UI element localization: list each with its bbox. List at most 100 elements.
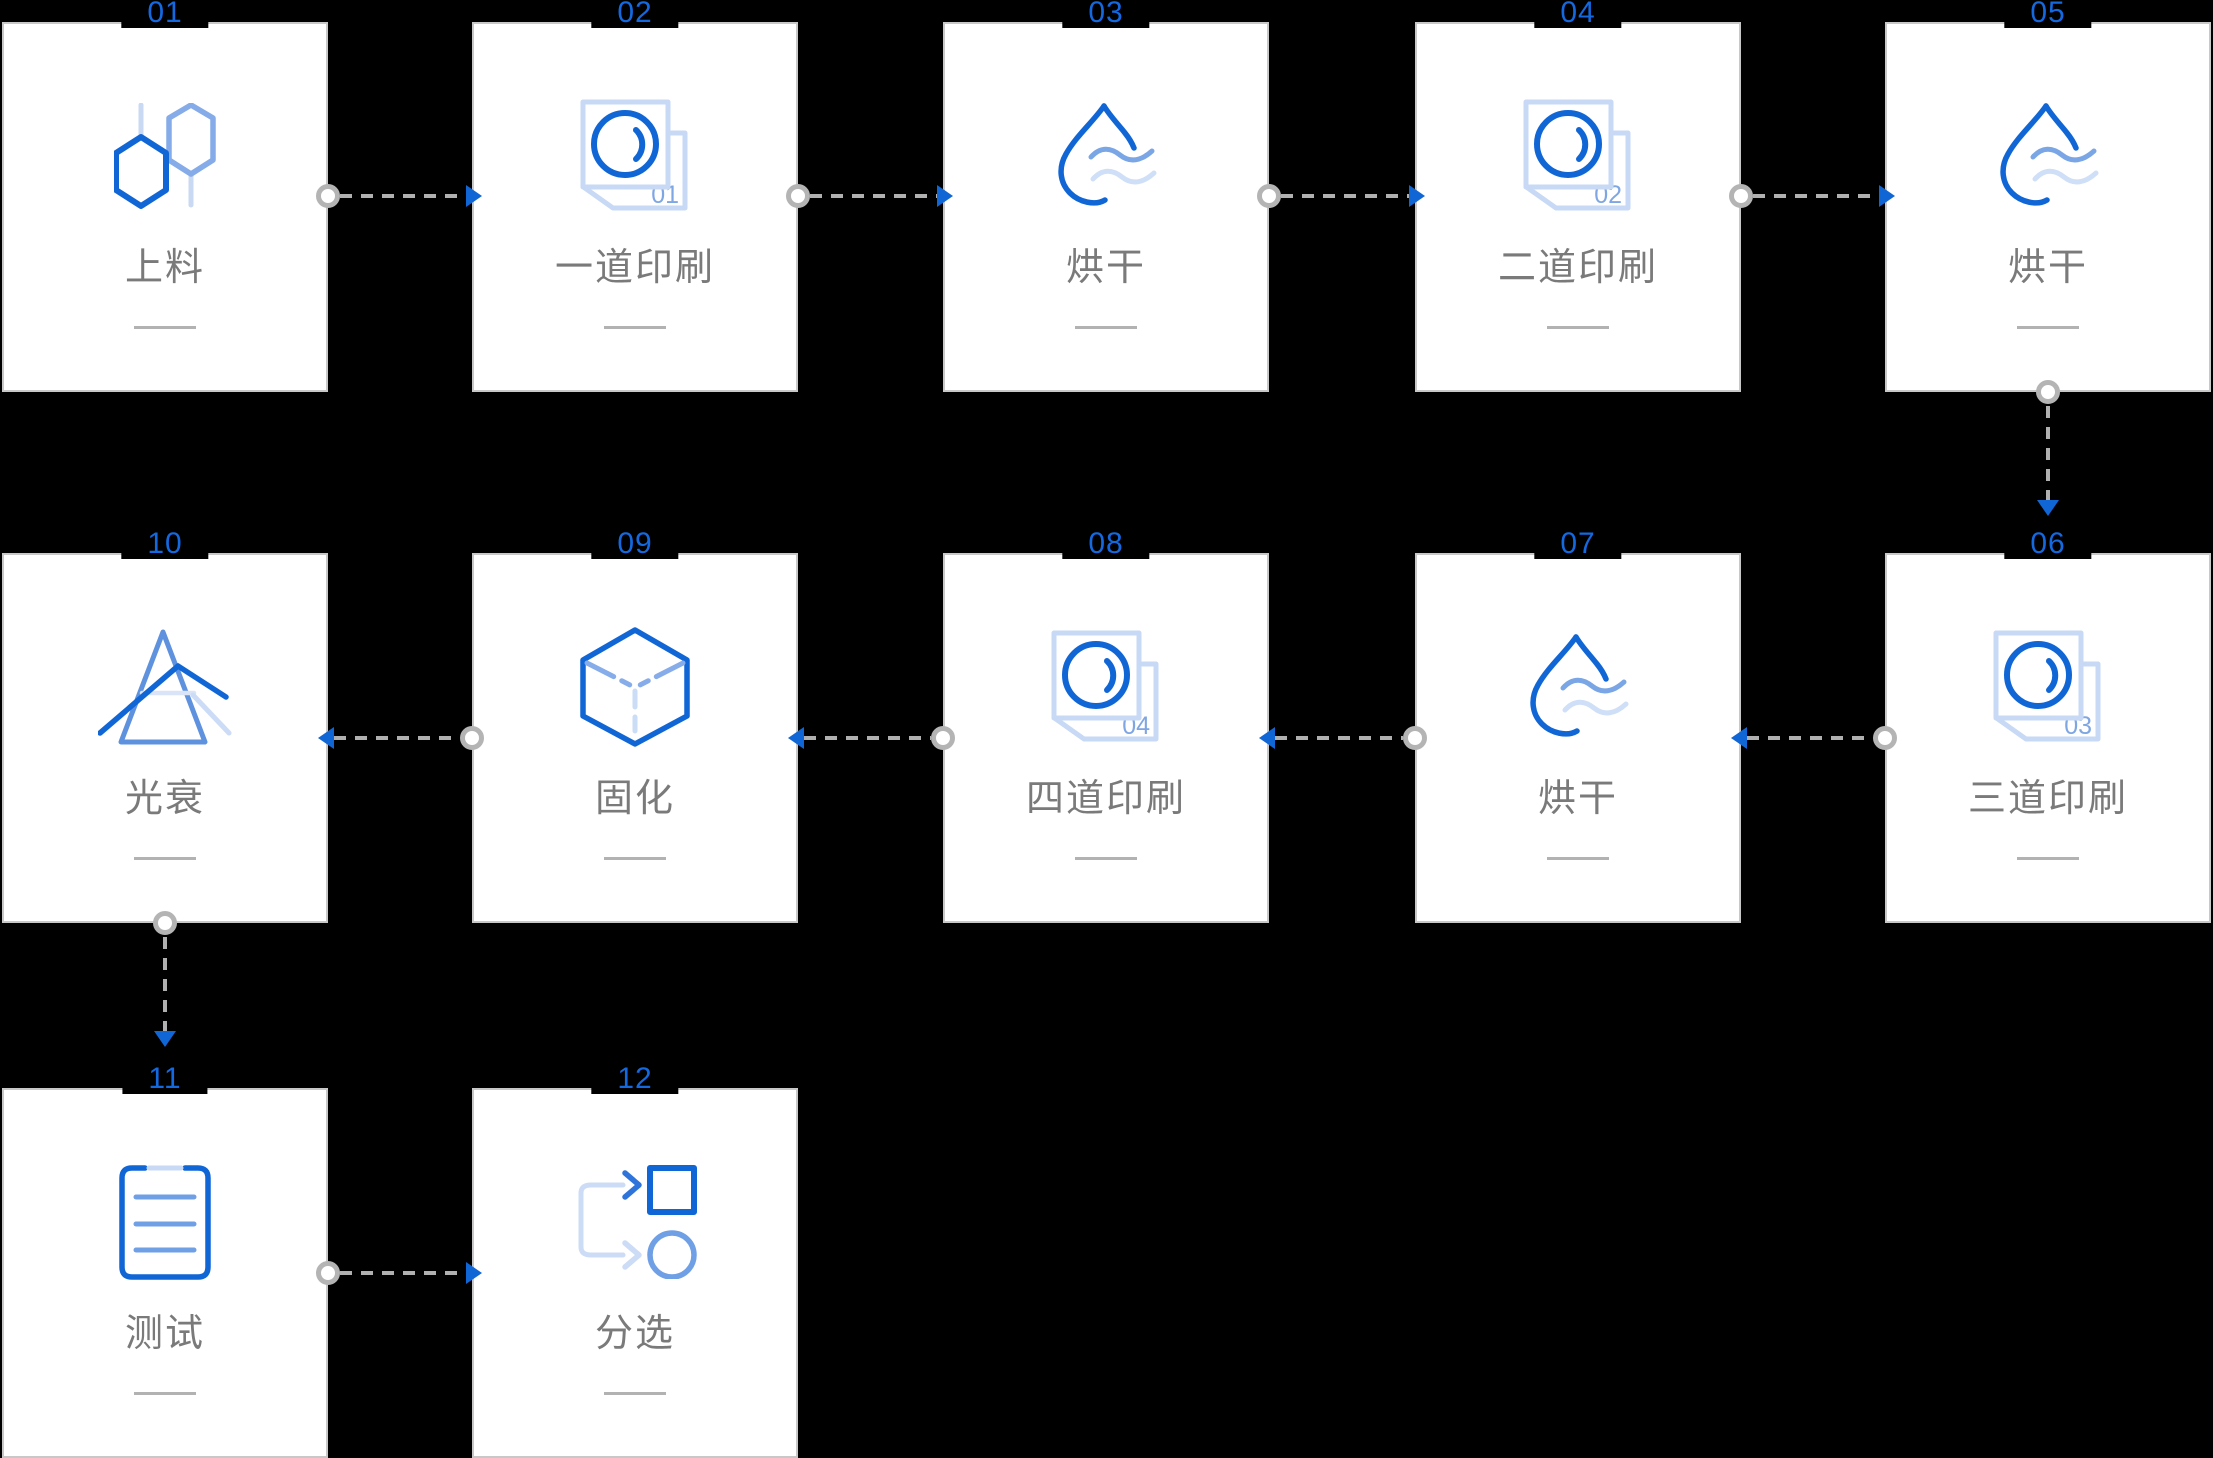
- drying-drop-icon: [1058, 103, 1157, 206]
- step-number-badge: 06: [2004, 529, 2092, 559]
- process-step-card-04: 04 02 二道印刷: [1415, 0, 1741, 392]
- step-icon-area: 04: [945, 617, 1267, 757]
- flow-connector-line: [163, 937, 167, 1031]
- step-number-badge: 11: [122, 1064, 208, 1094]
- step-underline: [604, 326, 666, 329]
- step-label: 二道印刷: [1497, 247, 1658, 289]
- flow-arrow-icon: [2037, 500, 2059, 516]
- flow-connector-dot: [1257, 184, 1281, 208]
- sorting-icon: [578, 1165, 697, 1279]
- step-underline: [134, 1392, 196, 1395]
- step-underline: [1075, 326, 1137, 329]
- step-label: 固化: [594, 778, 675, 820]
- flow-connector-line: [1753, 194, 1879, 198]
- step-icon-area: [474, 617, 796, 757]
- step-label: 光衰: [124, 778, 205, 820]
- step-number-badge: 10: [121, 529, 209, 559]
- step-number-badge: 02: [591, 0, 679, 28]
- step-underline: [134, 326, 196, 329]
- process-step-card-05: 05 烘干: [1885, 0, 2211, 392]
- step-icon-area: [945, 86, 1267, 226]
- step-number-badge: 08: [1062, 529, 1150, 559]
- test-report-icon: [119, 1164, 211, 1280]
- process-step-card-02: 02 01 一道印刷: [472, 0, 798, 392]
- step-number-badge: 05: [2004, 0, 2092, 28]
- step-number-badge: 04: [1534, 0, 1622, 28]
- flow-connector-dot: [316, 1261, 340, 1285]
- step-label: 四道印刷: [1025, 778, 1186, 820]
- flow-arrow-icon: [466, 1262, 482, 1284]
- step-icon-area: [4, 86, 326, 226]
- step-icon-area: 03: [1887, 617, 2209, 757]
- step-icon-area: [4, 617, 326, 757]
- flow-connector-dot: [460, 726, 484, 750]
- flow-connector-dot: [316, 184, 340, 208]
- step-number-badge: 07: [1534, 529, 1622, 559]
- step-label: 三道印刷: [1967, 778, 2128, 820]
- print-pass-icon: 01: [580, 99, 688, 211]
- process-step-card-03: 03 烘干: [943, 0, 1269, 392]
- step-number-badge: 01: [121, 0, 209, 28]
- step-number-badge: 12: [591, 1064, 679, 1094]
- flow-connector-dot: [931, 726, 955, 750]
- step-icon-area: [4, 1152, 326, 1292]
- drying-drop-icon: [1530, 634, 1629, 737]
- step-label: 测试: [124, 1313, 205, 1355]
- flow-connector-line: [340, 194, 466, 198]
- flow-connector-line: [1281, 194, 1409, 198]
- step-icon-area: 01: [474, 86, 796, 226]
- flow-arrow-icon: [937, 185, 953, 207]
- step-label: 分选: [594, 1313, 675, 1355]
- step-underline: [2017, 326, 2079, 329]
- step-underline: [1547, 326, 1609, 329]
- step-underline: [2017, 857, 2079, 860]
- step-label: 上料: [124, 247, 205, 289]
- flow-arrow-icon: [1731, 727, 1747, 749]
- process-step-card-01: 01 上料: [2, 0, 328, 392]
- molecule-icon: [114, 103, 216, 209]
- flow-connector-dot: [786, 184, 810, 208]
- flow-connector-line: [334, 736, 460, 740]
- prism-icon: [98, 629, 232, 745]
- process-step-card-07: 07 烘干: [1415, 529, 1741, 923]
- step-icon-area: [1417, 617, 1739, 757]
- print-pass-icon: 02: [1523, 99, 1631, 211]
- flow-arrow-icon: [1409, 185, 1425, 207]
- step-label: 烘干: [1537, 778, 1618, 820]
- process-step-card-10: 10 光衰: [2, 529, 328, 923]
- step-underline: [604, 857, 666, 860]
- step-number-badge: 03: [1062, 0, 1150, 28]
- step-label: 烘干: [2007, 247, 2088, 289]
- step-underline: [1075, 857, 1137, 860]
- step-label: 一道印刷: [554, 247, 715, 289]
- step-icon-area: [1887, 86, 2209, 226]
- flow-connector-dot: [153, 911, 177, 935]
- flow-arrow-icon: [318, 727, 334, 749]
- process-step-card-08: 08 04 四道印刷: [943, 529, 1269, 923]
- step-label: 烘干: [1065, 247, 1146, 289]
- flow-arrow-icon: [788, 727, 804, 749]
- step-underline: [134, 857, 196, 860]
- flow-connector-line: [1747, 736, 1873, 740]
- step-underline: [1547, 857, 1609, 860]
- flow-connector-line: [1275, 736, 1403, 740]
- flow-connector-dot: [2036, 380, 2060, 404]
- cube-icon: [580, 627, 690, 747]
- step-underline: [604, 1392, 666, 1395]
- flow-arrow-icon: [466, 185, 482, 207]
- process-step-card-12: 12 分选: [472, 1064, 798, 1458]
- process-step-card-11: 11 测试: [2, 1064, 328, 1458]
- flow-connector-dot: [1729, 184, 1753, 208]
- flow-connector-line: [340, 1271, 466, 1275]
- process-step-card-06: 06 03 三道印刷: [1885, 529, 2211, 923]
- drying-drop-icon: [2000, 103, 2099, 206]
- flow-arrow-icon: [154, 1031, 176, 1047]
- flow-connector-dot: [1873, 726, 1897, 750]
- step-number-badge: 09: [591, 529, 679, 559]
- process-step-card-09: 09 固化: [472, 529, 798, 923]
- flow-connector-line: [804, 736, 931, 740]
- step-icon-area: 02: [1417, 86, 1739, 226]
- flow-arrow-icon: [1259, 727, 1275, 749]
- print-pass-icon: 03: [1993, 630, 2101, 742]
